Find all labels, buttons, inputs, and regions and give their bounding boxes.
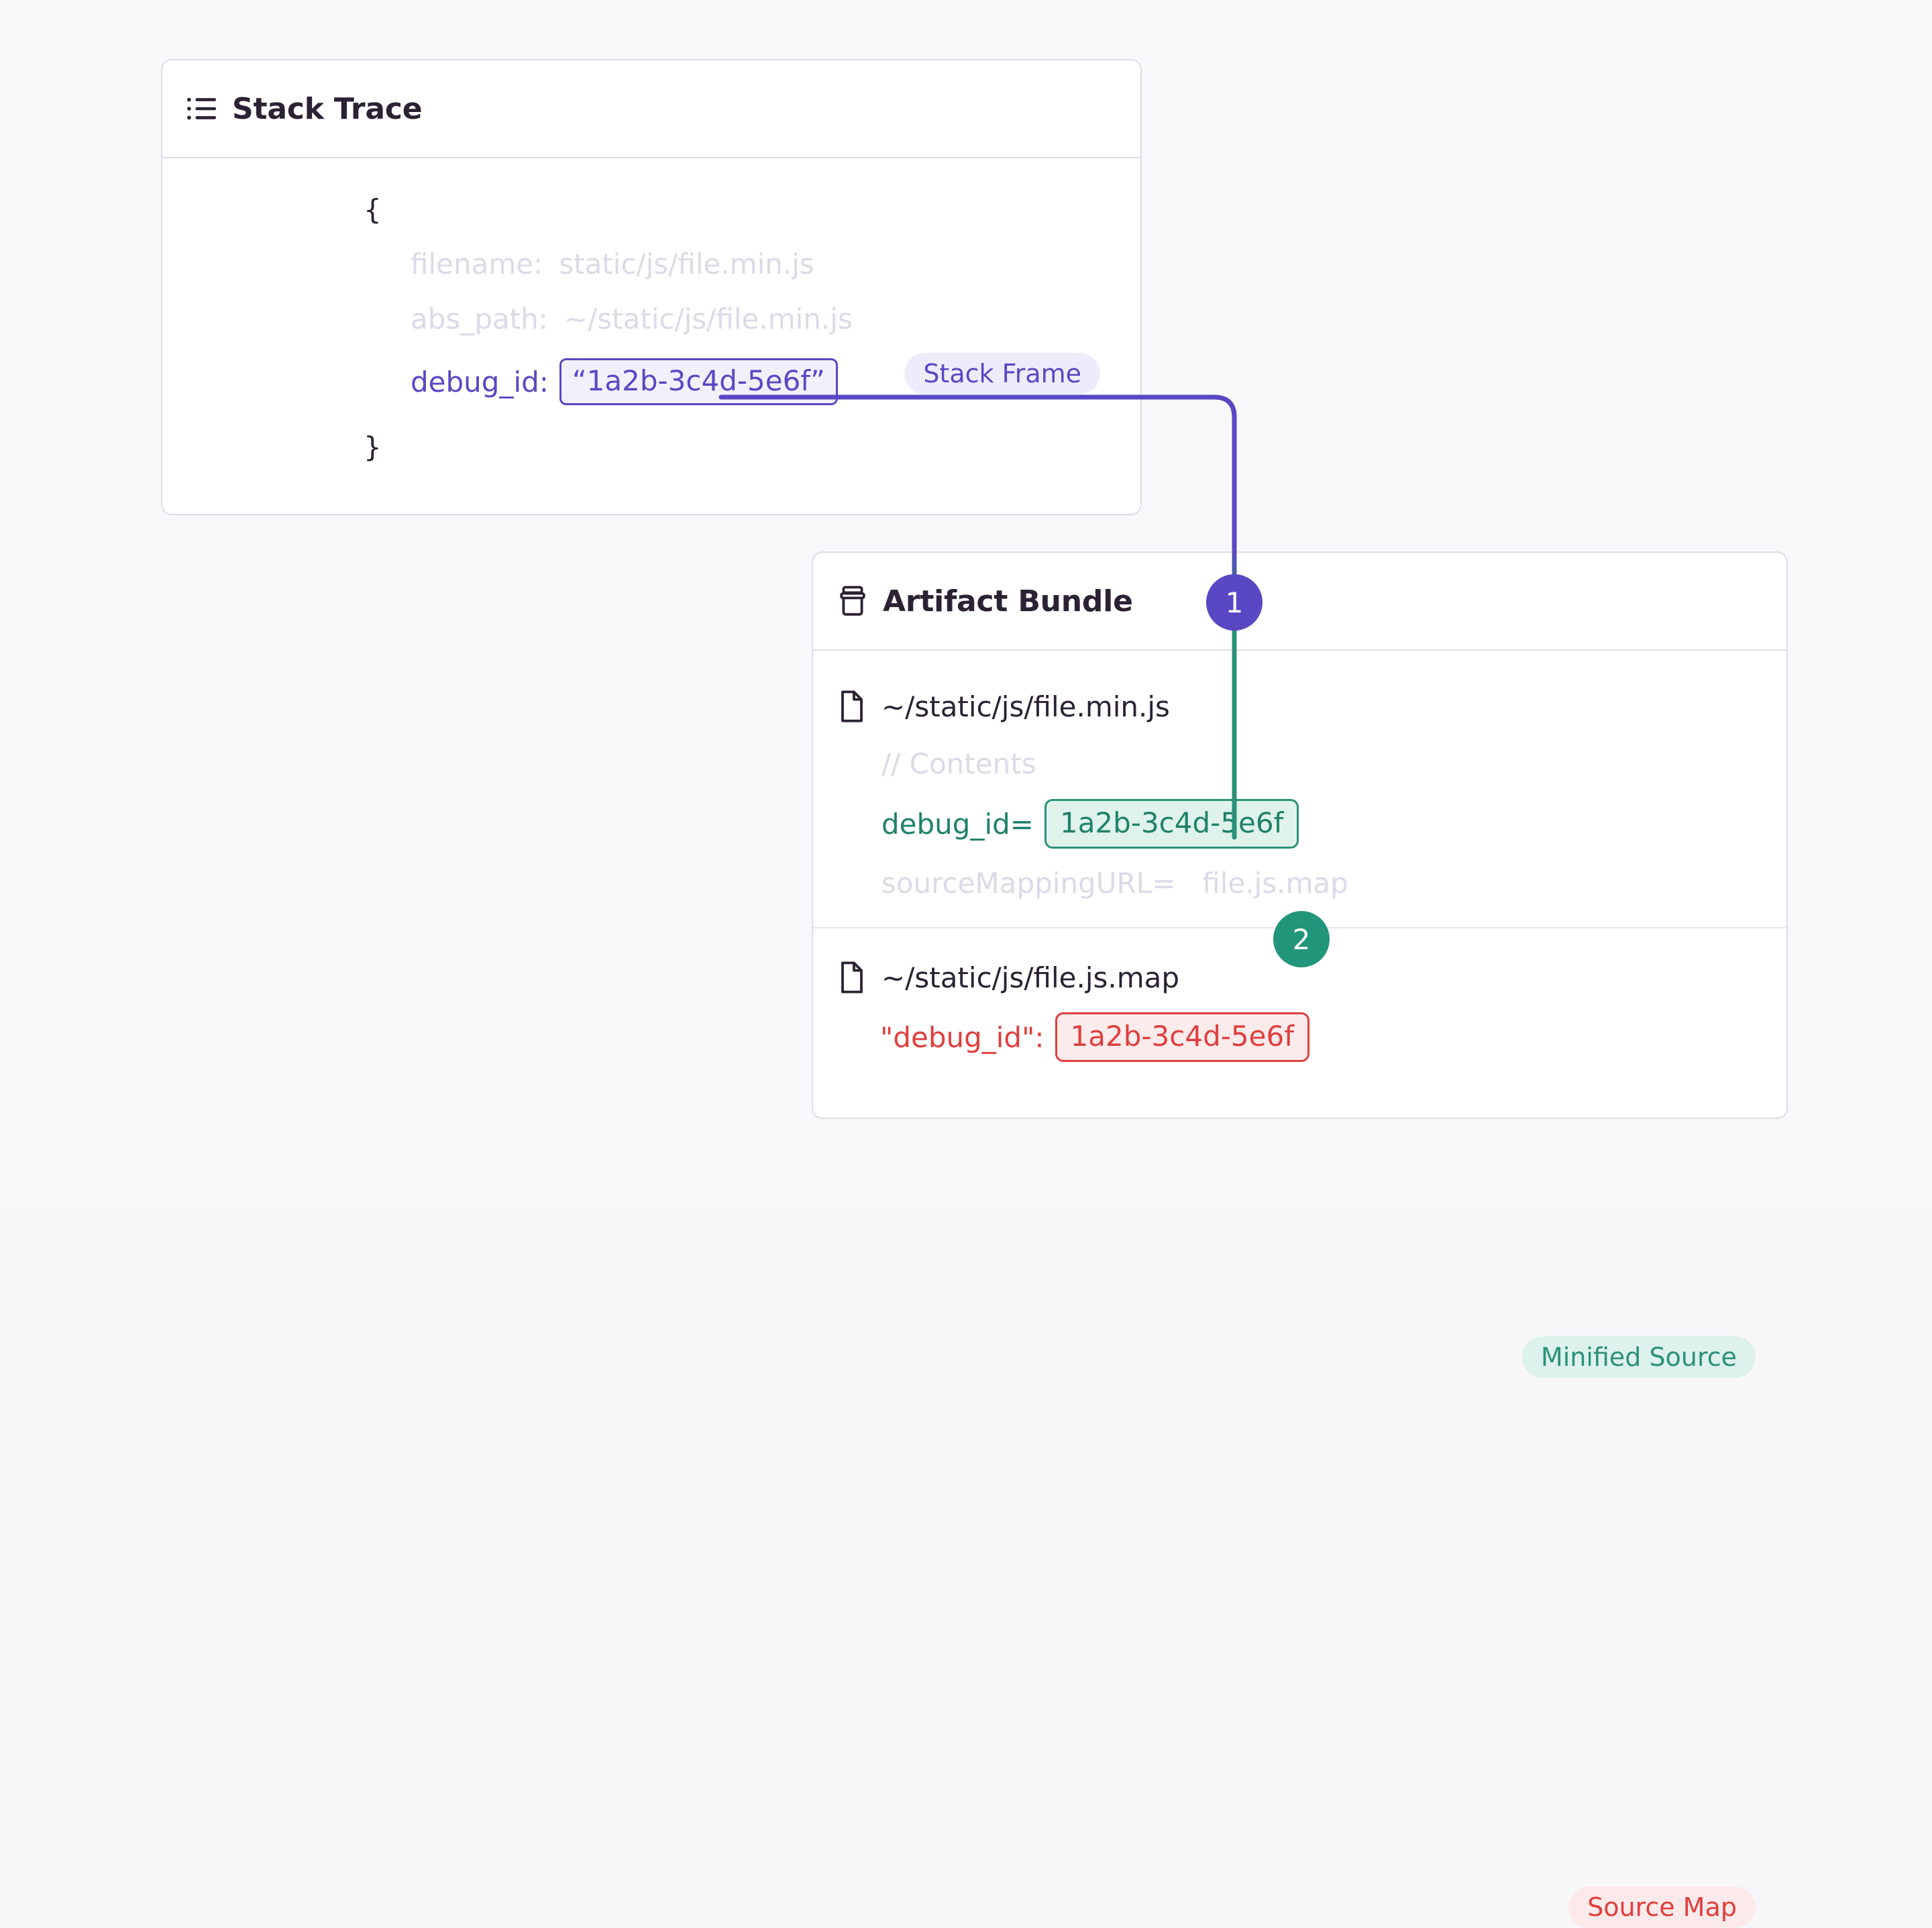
diagram-canvas: Stack Trace Stack Frame { filename: stat…: [161, 59, 1788, 1928]
artifact-bundle-header: Artifact Bundle: [813, 553, 1786, 651]
step-badge-2-label: 2: [1292, 922, 1311, 956]
field-filename: filename: static/js/file.min.js: [162, 236, 1140, 291]
minified-sourcemappingurl-line: sourceMappingURL= file.js.map: [881, 867, 1348, 900]
sourcemap-debug-id-label: "debug_id":: [880, 1020, 1044, 1054]
field-filename-key: filename:: [411, 247, 543, 280]
minified-file-head: ~/static/js/file.min.js: [813, 678, 1786, 735]
sourcemap-file-name: ~/static/js/file.js.map: [881, 961, 1180, 994]
stack-trace-card: Stack Trace Stack Frame { filename: stat…: [161, 59, 1142, 515]
field-abs-path-key: abs_path:: [411, 302, 548, 335]
field-filename-value: static/js/file.min.js: [559, 247, 814, 280]
field-abs-path: abs_path: ~/static/js/file.min.js: [162, 291, 1140, 346]
field-debug-id-key: debug_id:: [411, 365, 549, 398]
minified-contents-comment: // Contents: [881, 747, 1036, 780]
step-badge-1-label: 1: [1225, 586, 1244, 619]
artifact-bundle-title: Artifact Bundle: [883, 584, 1133, 619]
stack-trace-header: Stack Trace: [162, 60, 1140, 158]
stack-trace-body: Stack Frame { filename: static/js/file.m…: [162, 158, 1140, 514]
field-abs-path-value: ~/static/js/file.min.js: [564, 302, 853, 335]
sourcemap-file-head: ~/static/js/file.js.map: [813, 949, 1786, 1006]
sourcemap-debug-id-chip[interactable]: 1a2b-3c4d-5e6f: [1055, 1012, 1309, 1062]
step-badge-1: 1: [1206, 574, 1263, 631]
sourcemap-debug-id-line: "debug_id": 1a2b-3c4d-5e6f: [813, 1006, 1786, 1068]
minified-debug-id-line: debug_id= 1a2b-3c4d-5e6f: [813, 793, 1786, 855]
file-icon: [837, 961, 867, 994]
field-debug-id: debug_id: “1a2b-3c4d-5e6f”: [162, 352, 1140, 412]
minified-debug-id-chip[interactable]: 1a2b-3c4d-5e6f: [1044, 799, 1299, 849]
source-map-badge: Source Map: [1568, 1886, 1756, 1928]
artifact-bundle-card: Artifact Bundle Minified Source ~/static…: [812, 551, 1788, 1928]
artifact-file-row-minified: Minified Source ~/static/js/file.min.js …: [813, 651, 1786, 1378]
package-icon: [837, 586, 868, 617]
open-brace: {: [364, 193, 382, 226]
list-icon: [186, 93, 217, 124]
minified-file-name: ~/static/js/file.min.js: [881, 690, 1170, 723]
stack-trace-title: Stack Trace: [232, 91, 423, 126]
minified-debug-id-label: debug_id=: [881, 807, 1034, 841]
file-icon: [837, 690, 867, 723]
stack-frame-badge: Stack Frame: [904, 353, 1100, 394]
close-brace: }: [364, 431, 382, 464]
minified-source-badge: Minified Source: [1521, 1336, 1756, 1378]
debug-id-value-chip[interactable]: “1a2b-3c4d-5e6f”: [559, 358, 838, 405]
step-badge-2: 2: [1273, 911, 1330, 967]
